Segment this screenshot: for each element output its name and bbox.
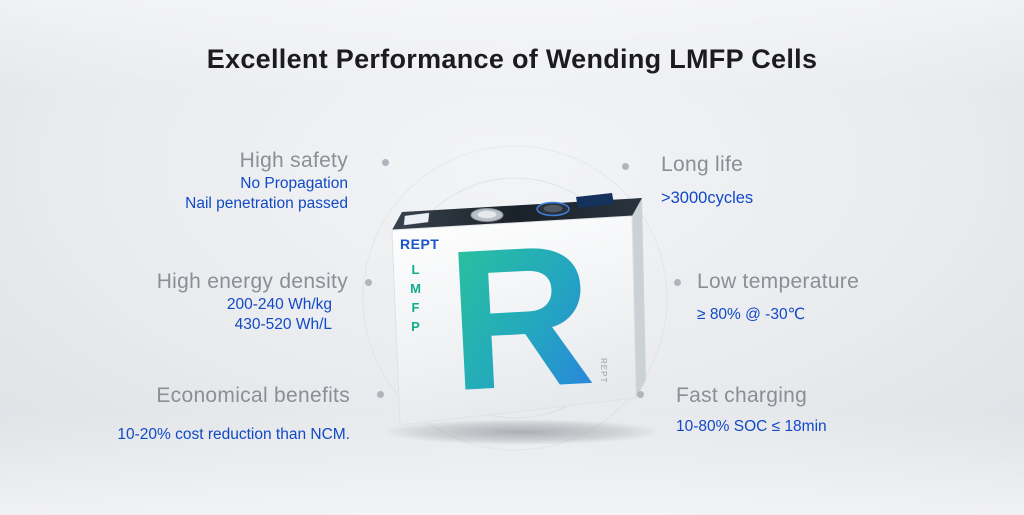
feature-line: ≥ 80% @ -30℃ bbox=[697, 306, 805, 323]
feature-line: 200-240 Wh/kg bbox=[226, 296, 332, 313]
feature-line: No Propagation bbox=[240, 175, 348, 192]
feature-low-temperature: Low temperature ≥ 80% @ -30℃ bbox=[697, 269, 859, 325]
feature-heading: Long life bbox=[661, 153, 744, 176]
terminal-right bbox=[536, 201, 570, 217]
terminal-left bbox=[470, 208, 504, 222]
battery-logo-r: R bbox=[443, 203, 599, 433]
page-title: Excellent Performance of Wending LMFP Ce… bbox=[206, 44, 818, 74]
feature-long-life: Long life >3000cycles bbox=[661, 152, 753, 208]
connector-dot bbox=[365, 279, 372, 286]
battery-illustration: R bbox=[362, 145, 668, 451]
feature-high-safety: High safety No Propagation Nail penetrat… bbox=[185, 148, 348, 214]
feature-heading: High safety bbox=[239, 149, 348, 172]
battery-right-face bbox=[632, 198, 646, 398]
feature-line: 430-520 Wh/L bbox=[234, 316, 332, 333]
feature-high-energy-density: High energy density 200-240 Wh/kg 430-52… bbox=[157, 269, 348, 335]
feature-heading: Fast charging bbox=[676, 384, 808, 407]
connector-dot bbox=[637, 391, 644, 398]
feature-line: 10-80% SOC ≤ 18min bbox=[676, 418, 827, 435]
feature-heading: Economical benefits bbox=[156, 384, 350, 407]
feature-line: >3000cycles bbox=[661, 189, 754, 207]
feature-line: Nail penetration passed bbox=[185, 195, 348, 212]
feature-economical-benefits: Economical benefits 10-20% cost reductio… bbox=[117, 383, 350, 445]
battery-brand-logo: REPT bbox=[400, 236, 440, 252]
connector-dot bbox=[674, 279, 681, 286]
feature-heading: Low temperature bbox=[697, 270, 860, 293]
battery-model-label: LMFP bbox=[408, 262, 423, 338]
battery-top-label bbox=[403, 212, 430, 226]
battery-front-face bbox=[391, 215, 637, 426]
connector-dot bbox=[622, 163, 629, 170]
feature-line: 10-20% cost reduction than NCM. bbox=[117, 426, 350, 443]
connector-dot bbox=[377, 391, 384, 398]
battery-top-sticker bbox=[576, 193, 614, 208]
ring-4 bbox=[362, 145, 668, 451]
connector-dot bbox=[382, 159, 389, 166]
battery-shadow bbox=[382, 419, 662, 445]
battery-side-label: REPT bbox=[599, 358, 608, 384]
feature-heading: High energy density bbox=[156, 270, 348, 293]
feature-fast-charging: Fast charging 10-80% SOC ≤ 18min bbox=[676, 383, 827, 437]
